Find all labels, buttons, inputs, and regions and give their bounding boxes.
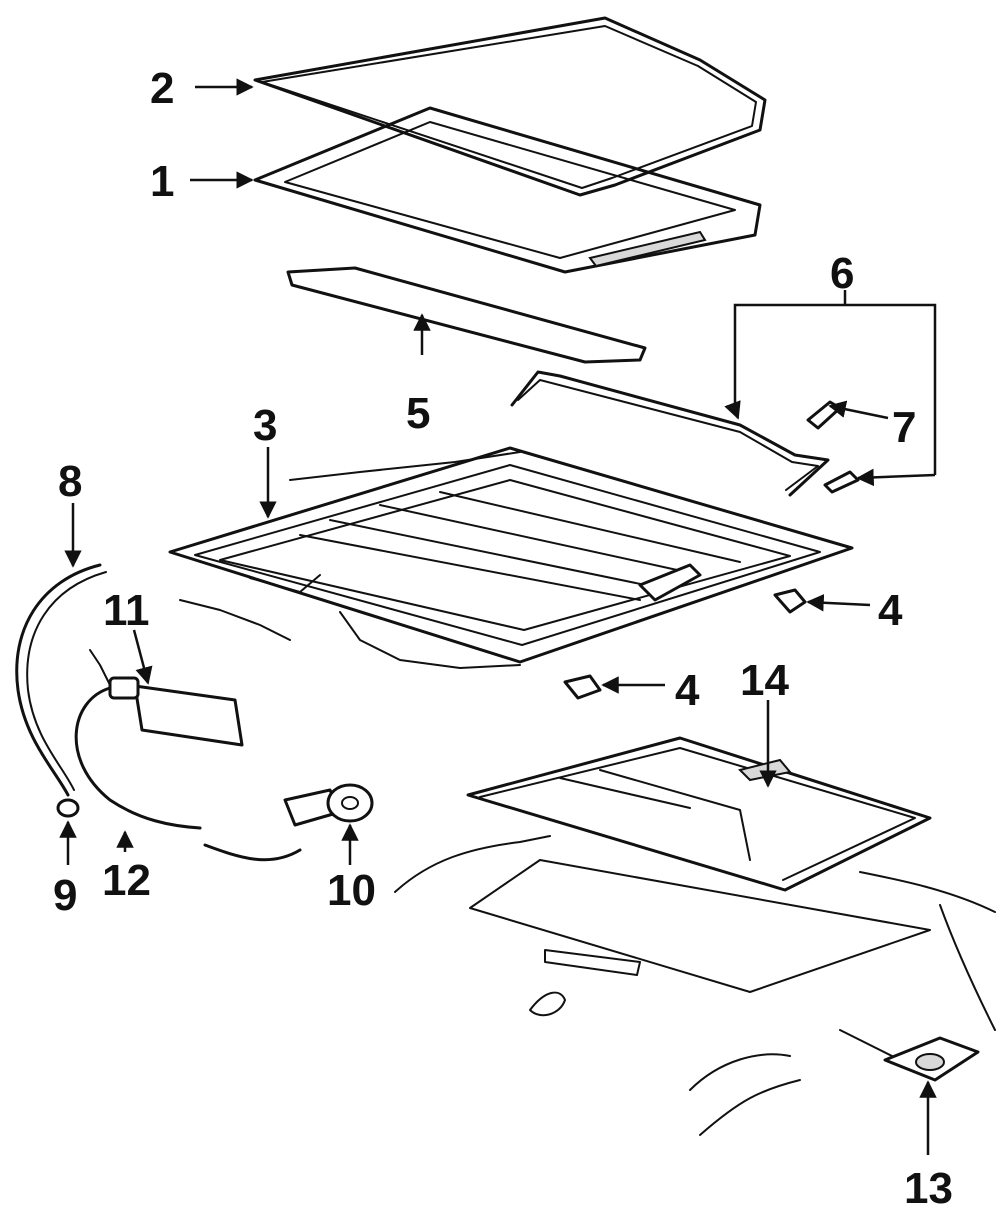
callout-12: 12 — [102, 856, 151, 905]
callout-11: 11 — [103, 586, 150, 635]
callout-3: 3 — [253, 401, 277, 450]
callout-6: 6 — [830, 249, 854, 298]
callout-4-lower: 4 — [675, 666, 700, 715]
callout-2: 2 — [150, 64, 174, 113]
part-10-motor — [283, 783, 374, 827]
leader-lines — [59, 78, 937, 1155]
part-7-clip — [806, 400, 860, 494]
callout-10: 10 — [327, 866, 376, 915]
part-6-rail — [510, 370, 830, 497]
part-14-headliner — [466, 736, 932, 892]
callout-5: 5 — [406, 389, 430, 438]
callout-9: 9 — [53, 871, 77, 920]
part-4-bracket-lower — [563, 674, 602, 700]
part-1-glass-panel — [253, 106, 762, 274]
callout-4-upper: 4 — [878, 586, 903, 635]
callout-1: 1 — [150, 157, 174, 206]
callout-7: 7 — [892, 403, 916, 452]
part-5-deflector — [286, 266, 647, 364]
part-12-cable — [74, 686, 302, 862]
part-4-bracket-upper — [773, 588, 807, 614]
part-8-drain-hose — [15, 563, 107, 797]
part-13-dome-lamp — [883, 1036, 980, 1082]
callout-8: 8 — [58, 457, 82, 506]
part-3-frame — [168, 446, 854, 669]
callout-13: 13 — [904, 1164, 953, 1213]
callout-labels: 2 1 6 5 7 3 8 4 11 14 4 9 12 10 13 — [53, 64, 953, 1213]
callout-14: 14 — [740, 656, 789, 705]
part-9-hose-end — [56, 798, 80, 818]
part-11-module — [89, 649, 244, 747]
vehicle-roof-context — [394, 835, 996, 1136]
part-2-seal — [253, 16, 767, 197]
